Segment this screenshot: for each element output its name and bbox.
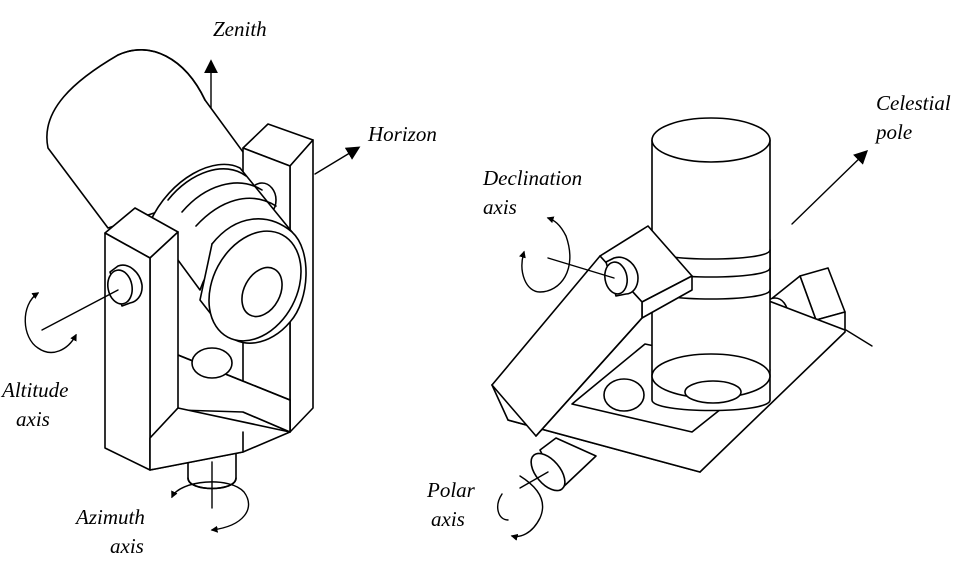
polar-axis-label-line2: axis: [431, 507, 465, 531]
declination-rotation-arrow: [519, 216, 571, 293]
declination-axis-label-line2: axis: [483, 195, 517, 219]
altitude-bearing-left: [107, 264, 143, 307]
horizon-label: Horizon: [367, 122, 437, 146]
azimuth-rotation-arrow: [171, 481, 250, 533]
azimuth-axis-label-line1: Azimuth: [74, 505, 145, 529]
celestial-pole-arrow: [791, 150, 869, 225]
horizon-arrow: [314, 146, 361, 175]
declination-axis-label-line1: Declination: [482, 166, 582, 190]
base-hole: [191, 347, 233, 379]
altazimuth-mount: Zenith Horizon Altitude axis Azimuth axi…: [0, 17, 437, 558]
polar-rotation-arrow: [497, 475, 544, 536]
declination-bearing-left: [604, 256, 639, 297]
azimuth-axis-label-line2: axis: [110, 534, 144, 558]
equatorial-mount: Celestial pole Declination axis Polar ax…: [426, 91, 951, 536]
altitude-axis-label-line1: Altitude: [0, 378, 69, 402]
eq-base-hole: [603, 378, 645, 412]
celestial-pole-label-line1: Celestial: [876, 91, 951, 115]
declination-axis-line: [547, 257, 615, 279]
altitude-axis-label-line2: axis: [16, 407, 50, 431]
altitude-rotation-arrow: [24, 292, 77, 353]
zenith-label: Zenith: [213, 17, 267, 41]
polar-axis-back-line: [845, 329, 873, 347]
polar-axis-front-line: [519, 471, 549, 489]
altitude-hub: [199, 218, 307, 344]
celestial-pole-label-line2: pole: [874, 120, 912, 144]
polar-axis-label-line1: Polar: [426, 478, 476, 502]
